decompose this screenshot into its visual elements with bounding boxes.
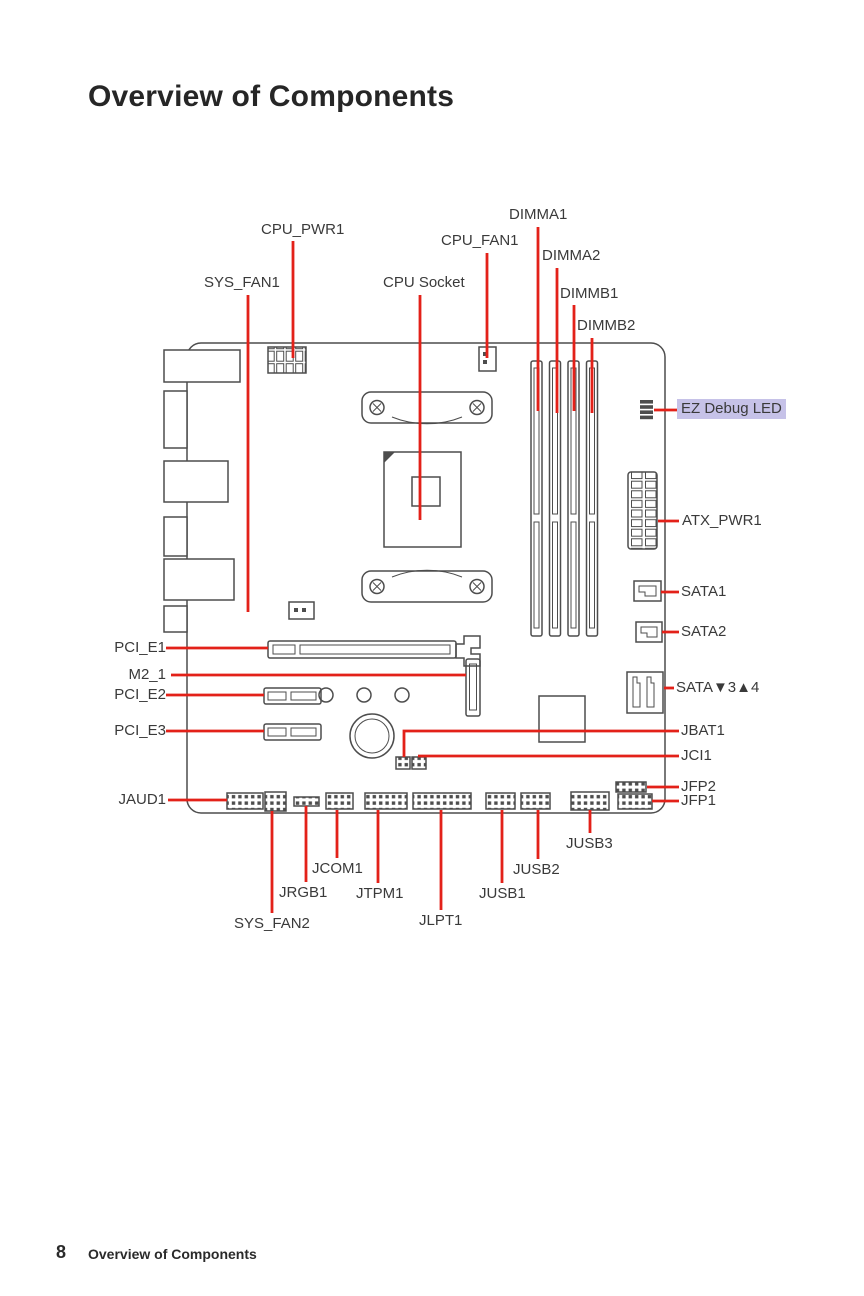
label-jaud1: JAUD1 bbox=[118, 791, 166, 808]
label-sata3-4: SATA▼3▲4 bbox=[676, 679, 760, 696]
label-pci-e3: PCI_E3 bbox=[114, 722, 166, 739]
cpu-socket-drawing bbox=[361, 391, 493, 603]
label-jusb2: JUSB2 bbox=[513, 861, 560, 878]
label-sys-fan1: SYS_FAN1 bbox=[204, 274, 280, 291]
mounting-holes bbox=[318, 687, 410, 703]
label-cpu-socket: CPU Socket bbox=[383, 274, 465, 291]
label-sys-fan2: SYS_FAN2 bbox=[234, 915, 310, 932]
io-chip bbox=[538, 695, 586, 743]
label-ez-debug-led[interactable]: EZ Debug LED bbox=[677, 399, 786, 419]
label-dimmb1: DIMMB1 bbox=[560, 285, 619, 302]
cpu-power-connector bbox=[267, 346, 307, 374]
label-dimma1: DIMMA1 bbox=[509, 206, 568, 223]
dimm-slots bbox=[530, 360, 599, 637]
label-m2-1: M2_1 bbox=[128, 666, 166, 683]
page-number: 8 bbox=[56, 1242, 67, 1262]
sys-fan1-connector bbox=[288, 601, 315, 620]
callout-lines bbox=[166, 227, 679, 913]
footer-section-title: Overview of Components bbox=[88, 1246, 257, 1262]
rear-io-ports bbox=[163, 349, 241, 633]
label-jfp2: JFP2 bbox=[681, 778, 717, 795]
cmos-battery bbox=[349, 713, 395, 759]
ez-debug-led-drawing bbox=[640, 400, 653, 420]
page-title: Overview of Components bbox=[88, 80, 455, 113]
label-jusb1: JUSB1 bbox=[479, 885, 526, 902]
label-jlpt1: JLPT1 bbox=[419, 912, 463, 929]
label-sata2: SATA2 bbox=[681, 623, 727, 640]
label-dimmb2: DIMMB2 bbox=[577, 317, 636, 334]
jumpers bbox=[395, 756, 427, 770]
sata-ports bbox=[626, 580, 664, 714]
pcie-slots bbox=[263, 635, 481, 741]
label-dimma2: DIMMA2 bbox=[542, 247, 601, 264]
m2-slot bbox=[465, 658, 481, 717]
front-panel-headers bbox=[226, 781, 653, 812]
label-cpu-fan1: CPU_FAN1 bbox=[441, 232, 519, 249]
label-jci1: JCI1 bbox=[681, 747, 712, 764]
label-jbat1: JBAT1 bbox=[681, 722, 725, 739]
label-jrgb1: JRGB1 bbox=[279, 884, 328, 901]
board-outline bbox=[186, 342, 666, 814]
label-sata1: SATA1 bbox=[681, 583, 727, 600]
atx-power-connector bbox=[627, 471, 658, 550]
label-jusb3: JUSB3 bbox=[566, 835, 613, 852]
label-cpu-pwr1: CPU_PWR1 bbox=[261, 221, 345, 238]
label-jfp1: JFP1 bbox=[681, 792, 717, 809]
label-atx-pwr1: ATX_PWR1 bbox=[682, 512, 762, 529]
label-pci-e1: PCI_E1 bbox=[114, 639, 166, 656]
label-jtpm1: JTPM1 bbox=[356, 885, 404, 902]
label-pci-e2: PCI_E2 bbox=[114, 686, 166, 703]
label-jcom1: JCOM1 bbox=[312, 860, 363, 877]
